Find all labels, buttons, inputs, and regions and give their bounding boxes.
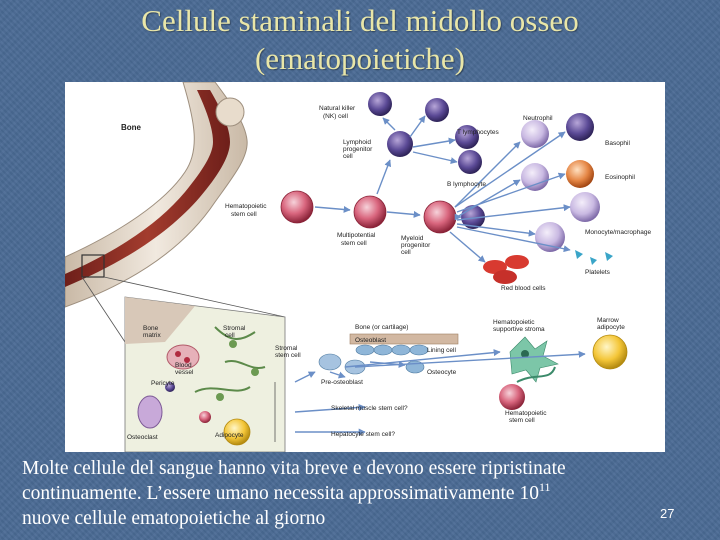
slide-title-line1: Cellule staminali del midollo osseo: [141, 3, 579, 38]
marrow-inset: [124, 296, 286, 452]
label-adipocyte: Adipocyte: [215, 432, 244, 439]
label-lymphoid3: cell: [343, 153, 353, 160]
label-multipotent1: Multipotential: [337, 232, 376, 239]
label-rbc: Red blood cells: [501, 285, 546, 292]
label-pericyte: Pericyte: [151, 380, 175, 387]
label-myeloid1: Myeloid: [401, 235, 424, 242]
slide-title-line2: (ematopoietiche): [254, 41, 465, 76]
label-blood-vessel1: Blood: [175, 362, 192, 369]
label-myeloid2: progenitor: [401, 242, 431, 249]
label-myeloid3: cell: [401, 249, 411, 256]
label-hema-stroma2: supportive stroma: [493, 326, 545, 333]
label-bone-matrix2: matrix: [143, 332, 161, 339]
label-b-lymphocyte: B lymphocyte: [447, 181, 486, 188]
zoom-box: [81, 254, 105, 278]
label-basophil: Basophil: [605, 140, 630, 147]
label-skeletal-muscle: Skeletal muscle stem cell?: [331, 405, 408, 412]
label-monocyte: Monocyte/macrophage: [585, 229, 652, 236]
page-number: 27: [660, 506, 675, 521]
label-nk2: (NK) cell: [323, 113, 348, 120]
label-hsc-b1: Hematopoietic: [505, 410, 547, 417]
caption-line2: continuamente. L’essere umano necessita …: [22, 481, 662, 506]
label-lymphoid2: progenitor: [343, 146, 373, 153]
label-hsc2: stem cell: [231, 211, 257, 218]
caption-line3: nuove cellule ematopoietiche al giorno: [22, 508, 326, 529]
label-hsc-b2: stem cell: [509, 417, 535, 424]
label-neutrophil: Neutrophil: [523, 115, 553, 122]
label-hepatocyte: Hepatocyte stem cell?: [331, 431, 395, 438]
label-stromal1: Stromal: [223, 325, 246, 332]
label-multipotent2: stem cell: [341, 240, 367, 247]
label-stromal2: cell: [225, 332, 235, 339]
label-bone-matrix1: Bone: [143, 325, 159, 332]
label-bone: Bone: [121, 123, 142, 132]
label-eosinophil: Eosinophil: [605, 174, 636, 181]
label-lining-cell: Lining cell: [427, 347, 456, 354]
label-osteoclast: Osteoclast: [127, 434, 158, 441]
label-marrow-adip1: Marrow: [597, 317, 619, 324]
stromal-cells: [318, 333, 628, 410]
label-osteoblast: Osteoblast: [355, 337, 386, 344]
caption-line1: Molte cellule del sangue hanno vita brev…: [22, 458, 566, 479]
bone-illustration: [65, 82, 248, 308]
label-stromal-sc2: stem cell: [275, 352, 301, 359]
label-pre-osteoblast: Pre-osteoblast: [321, 379, 363, 386]
slide-caption: Molte cellule del sangue hanno vita brev…: [22, 456, 662, 531]
label-platelets: Platelets: [585, 269, 611, 276]
hematopoietic-arrows: [314, 115, 571, 263]
stromal-arrows: [294, 349, 586, 436]
caption-exponent: 11: [538, 480, 551, 494]
hematopoiesis-figure: Bone Natural killer (NK) cell Lymphoid p…: [65, 82, 665, 452]
label-stromal-sc1: Stromal: [275, 345, 298, 352]
label-t-lymphocytes: T lymphocytes: [457, 129, 500, 136]
label-lymphoid1: Lymphoid: [343, 139, 371, 146]
hematopoietic-cells: [280, 92, 613, 284]
caption-line2-text: continuamente. L’essere umano necessita …: [22, 483, 539, 504]
slide-title: Cellule staminali del midollo osseo (ema…: [60, 2, 660, 78]
label-hema-stroma1: Hematopoietic: [493, 319, 535, 326]
label-marrow-adip2: adipocyte: [597, 324, 625, 331]
figure-labels: Bone Natural killer (NK) cell Lymphoid p…: [121, 105, 652, 441]
hematopoiesis-diagram: Bone Natural killer (NK) cell Lymphoid p…: [65, 82, 652, 452]
label-hsc1: Hematopoietic: [225, 203, 267, 210]
label-osteocyte: Osteocyte: [427, 369, 457, 376]
label-bone-cartilage: Bone (or cartilage): [355, 324, 408, 331]
label-nk1: Natural killer: [319, 105, 356, 112]
label-blood-vessel2: vessel: [175, 369, 194, 376]
